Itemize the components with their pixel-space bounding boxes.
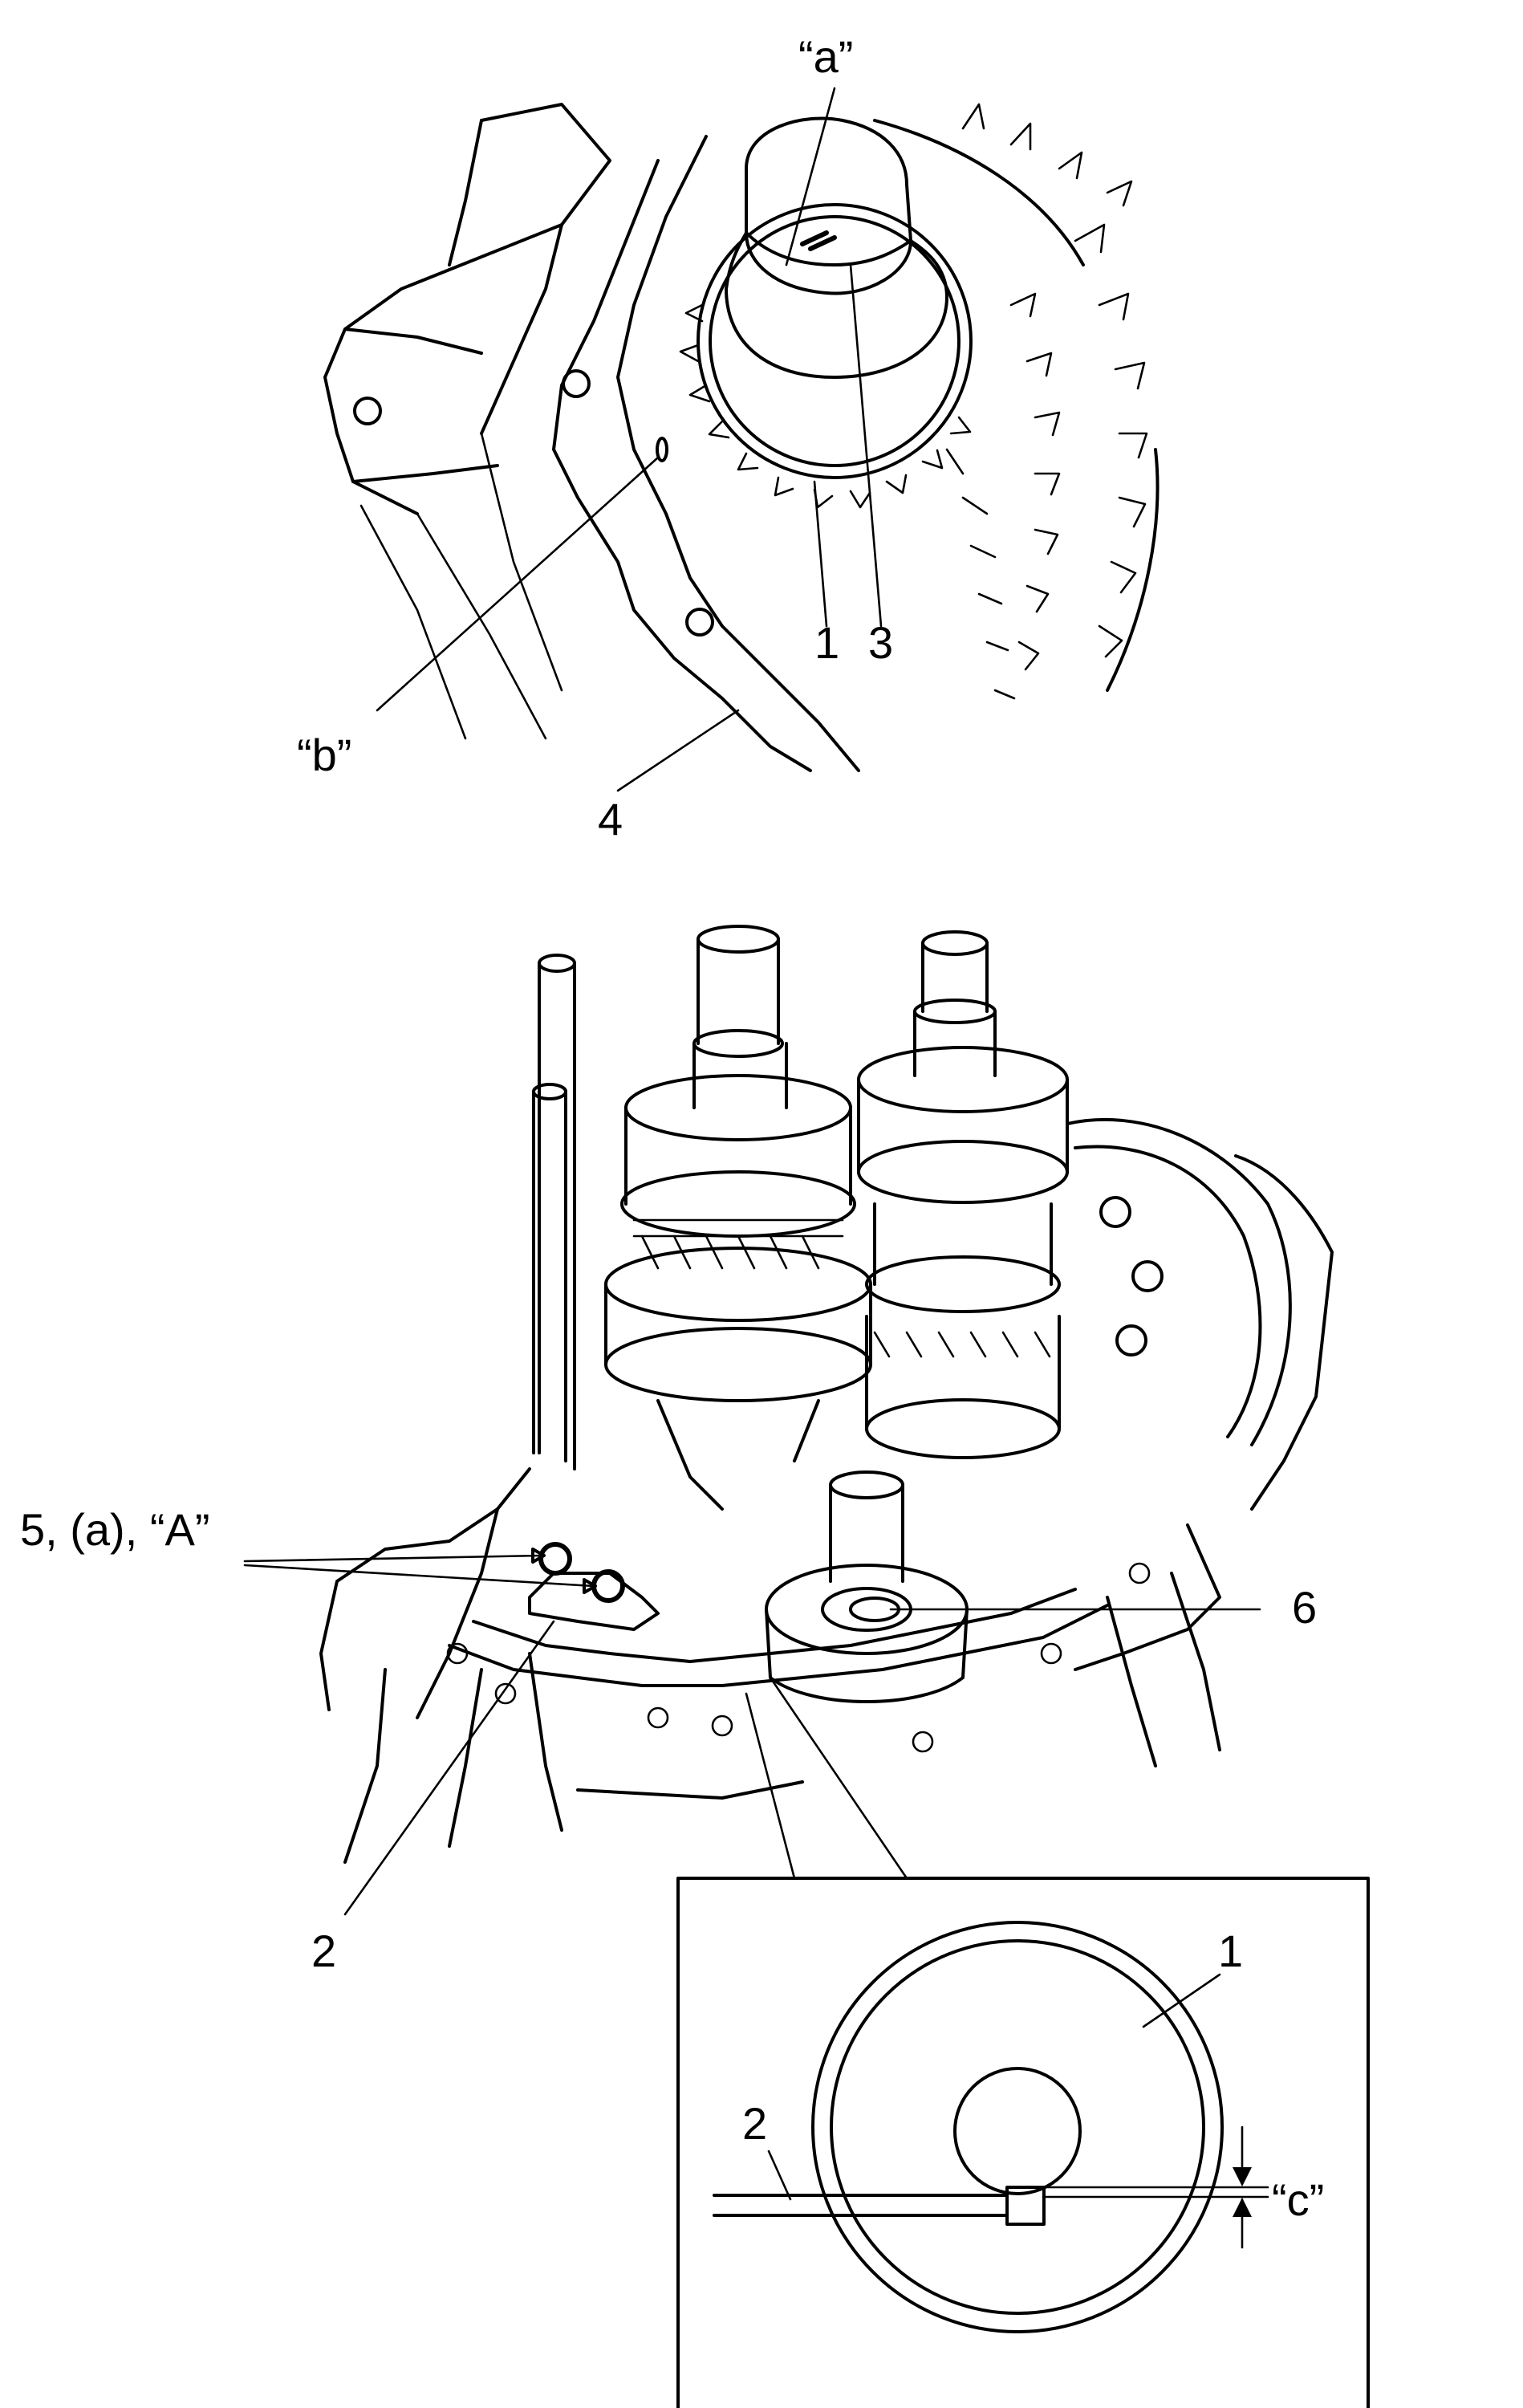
callout-b: “b” (297, 730, 351, 780)
leader-a (785, 87, 836, 266)
top-view-gear-closeup: “a” “b” 1 3 4 (297, 31, 1160, 844)
callout-2: 2 (311, 1926, 336, 1976)
leader-1 (813, 480, 828, 628)
bolt-hole (685, 608, 714, 637)
reverse-idler-gear (765, 1470, 969, 1703)
callout-4: 4 (598, 794, 623, 844)
leader-3 (849, 263, 883, 628)
leader-5-bottom (243, 1564, 595, 1588)
callout-3: 3 (868, 617, 893, 668)
bolt (591, 1569, 625, 1603)
transmission-case (319, 1467, 1221, 1864)
shift-rods (532, 954, 576, 1470)
bolt-hole (562, 369, 591, 398)
gear-outer-ring (811, 1921, 1224, 2333)
reverse-gear (679, 203, 973, 509)
leader-detail-1 (1142, 1973, 1221, 2028)
lever-tip (1005, 2186, 1046, 2226)
counter-shaft (857, 930, 1069, 1459)
detail-callout-1: 1 (1218, 1926, 1243, 1976)
detail-frame (676, 1877, 1370, 2408)
gear-hub (953, 2067, 1082, 2195)
leader-b (376, 456, 660, 712)
callout-6: 6 (1292, 1582, 1317, 1633)
shift-lever (713, 2194, 1009, 2217)
gear-inner-ring (830, 1939, 1205, 2315)
bolt (538, 1542, 572, 1576)
leader-detail-2 (767, 2150, 792, 2201)
detail-callout-2: 2 (742, 2098, 767, 2149)
shift-lever-plate (528, 1572, 660, 1631)
callout-a: “a” (798, 31, 853, 82)
pin-hole (656, 437, 668, 462)
bolt-hole (353, 397, 382, 425)
middle-view-assembly: 5, (a), “A” 6 2 (20, 925, 1334, 1976)
clutch-housing (1066, 1117, 1334, 1671)
leader-2 (343, 1620, 555, 1916)
callout-1: 1 (814, 617, 839, 668)
leader-5-top (243, 1554, 543, 1563)
callout-5-a-A: 5, (a), “A” (20, 1504, 209, 1555)
detail-callout-c: “c” (1272, 2174, 1324, 2225)
counter-gear (873, 103, 1160, 700)
main-shaft (604, 925, 872, 1511)
leader-4 (616, 709, 740, 792)
reverse-shaft (725, 116, 948, 379)
detail-view-clearance: 1 2 “c” (676, 1877, 1370, 2408)
